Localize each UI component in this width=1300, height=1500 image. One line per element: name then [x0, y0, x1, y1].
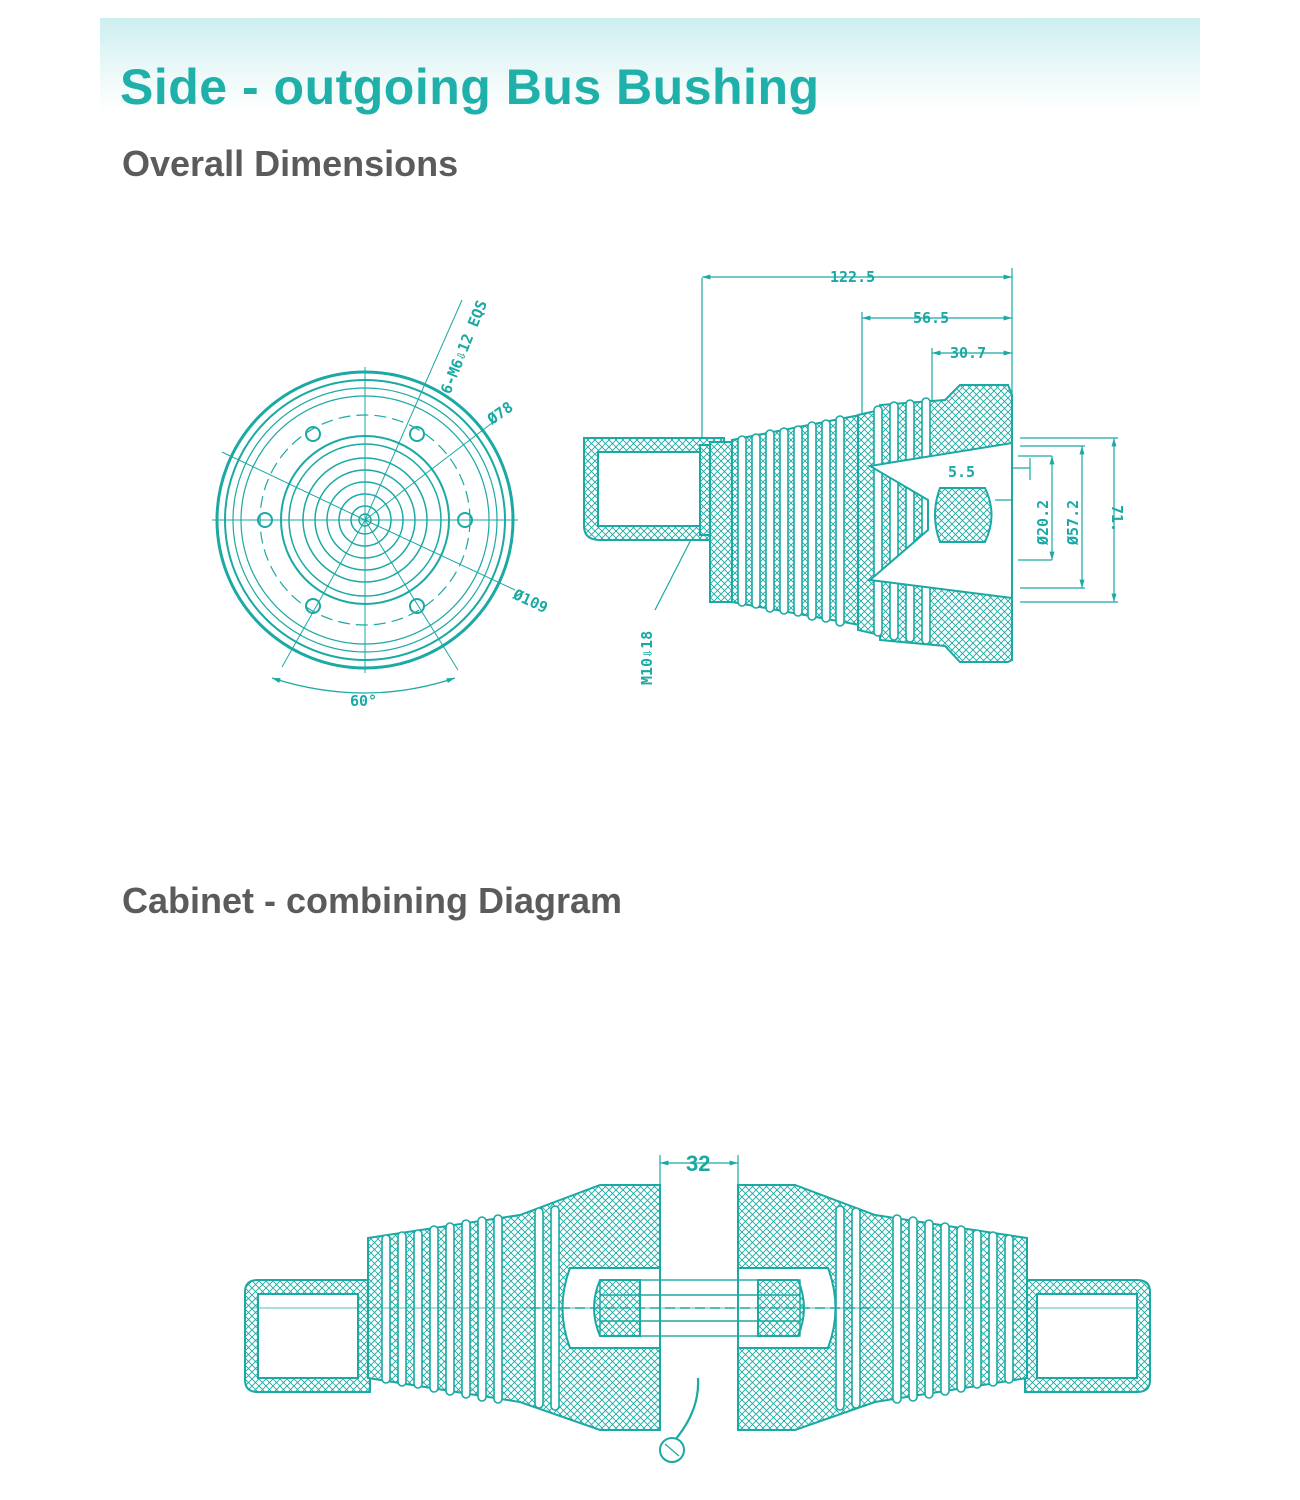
- angle-arc: [271, 677, 456, 694]
- label-thread: M10⇩18: [638, 631, 656, 685]
- label-angle-60: 60°: [350, 692, 377, 710]
- page-title: Side - outgoing Bus Bushing: [120, 59, 820, 115]
- bolt-holes: [257, 426, 473, 614]
- section-heading-overall-dimensions: Overall Dimensions: [122, 143, 459, 184]
- earth-lead: [674, 1377, 700, 1441]
- label-dia-78: Ø78: [483, 398, 516, 429]
- connector: [250, 1279, 1145, 1337]
- side-view: [583, 268, 1118, 663]
- section-heading-cabinet-diagram: Cabinet - combining Diagram: [122, 880, 623, 921]
- label-length-total: 122.5: [830, 268, 875, 286]
- title-band: [100, 18, 1200, 113]
- label-dia-71: 71.: [1108, 505, 1126, 532]
- label-depth: 5.5: [948, 463, 975, 481]
- label-length-head: 30.7: [950, 344, 986, 362]
- cabinet-combining-drawing: 32: [244, 1151, 1151, 1463]
- label-bolt-spec: 6-M6⇩12 EQS: [437, 298, 491, 397]
- label-dia-57: Ø57.2: [1064, 500, 1082, 546]
- label-dia-20: Ø20.2: [1034, 500, 1052, 546]
- overall-dimensions-drawing: 6-M6⇩12 EQS Ø78 Ø109 60°: [212, 268, 1126, 710]
- label-dia-109: Ø109: [509, 585, 550, 617]
- label-length-mid: 56.5: [913, 309, 949, 327]
- front-view: [212, 299, 518, 694]
- label-gap-32: 32: [686, 1151, 710, 1176]
